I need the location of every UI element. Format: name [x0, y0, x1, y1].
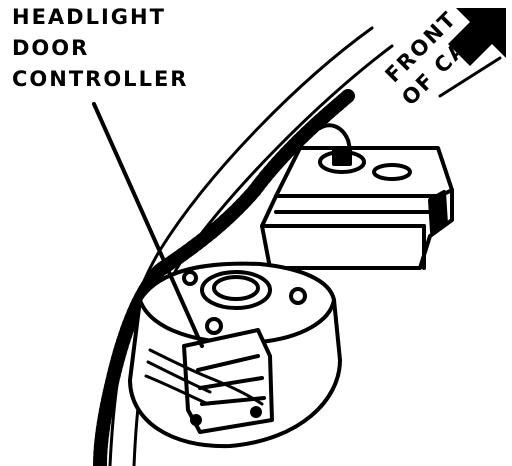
wiring-harness [93, 89, 355, 466]
callout-line-2: DOOR [12, 36, 90, 60]
callout-line-1: HEADLIGHT [12, 5, 166, 29]
callout-line-3: CONTROLLER [12, 67, 189, 91]
door-controller-unit [144, 328, 274, 434]
callout-leader-line [92, 102, 204, 348]
relay-module [260, 146, 454, 270]
headlight-door-controller-label: HEADLIGHT DOOR CONTROLLER [12, 2, 188, 95]
front-arrow-icon [448, 8, 506, 66]
